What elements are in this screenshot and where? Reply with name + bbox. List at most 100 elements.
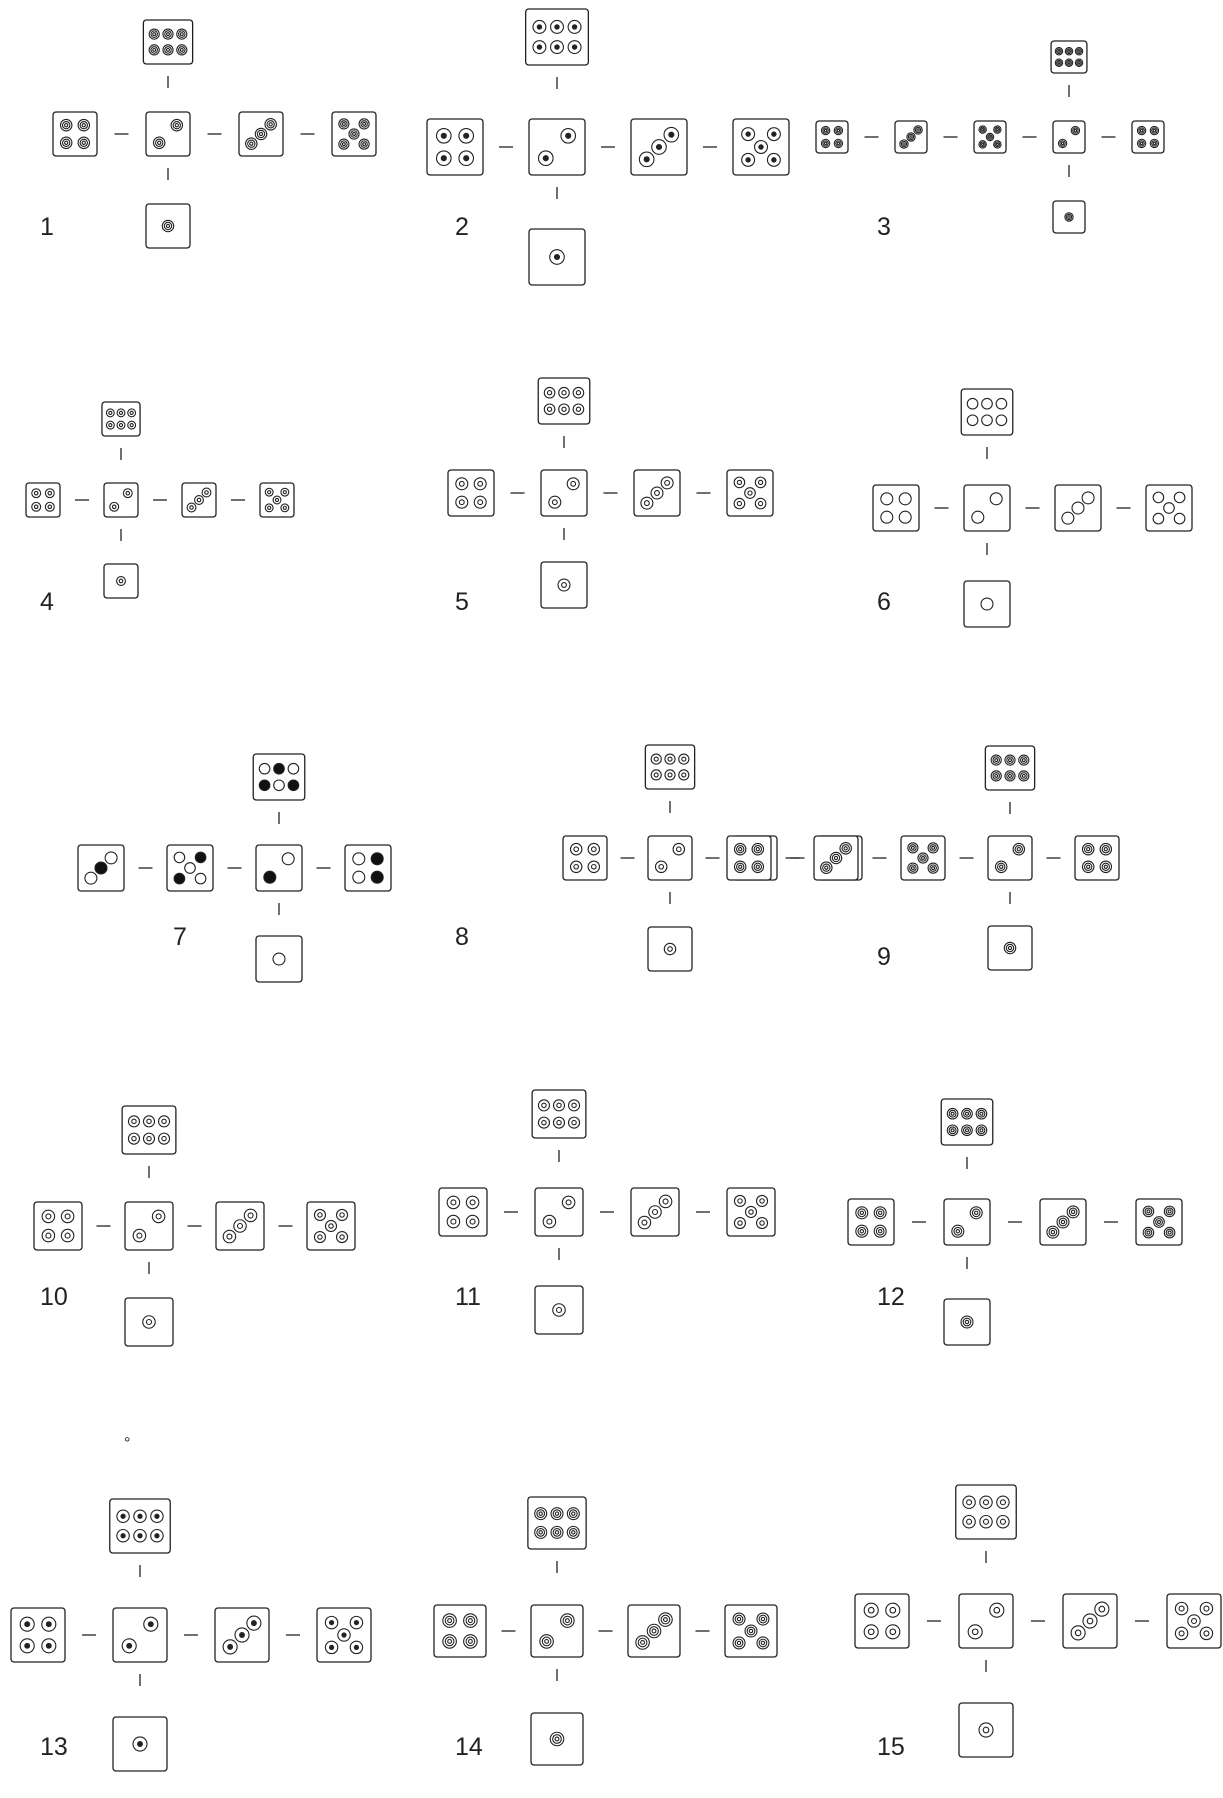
pip bbox=[573, 404, 584, 415]
pip bbox=[638, 1216, 650, 1228]
die-face-outline bbox=[1132, 121, 1164, 153]
pip bbox=[540, 1635, 554, 1649]
pip bbox=[551, 1508, 563, 1520]
die-number-label: 4 bbox=[40, 588, 54, 616]
pip bbox=[979, 126, 986, 133]
pip bbox=[651, 754, 661, 764]
die-number-label: 2 bbox=[455, 213, 469, 241]
pip bbox=[733, 1637, 745, 1649]
pip bbox=[195, 852, 206, 863]
pip bbox=[559, 387, 570, 398]
face-one bbox=[125, 1298, 173, 1346]
pip bbox=[128, 421, 136, 429]
pip bbox=[655, 861, 666, 872]
pip bbox=[551, 20, 564, 33]
pip bbox=[443, 1635, 457, 1649]
pip bbox=[223, 1640, 237, 1654]
pip bbox=[1175, 1602, 1187, 1614]
face-four bbox=[855, 1594, 909, 1648]
die-face-outline bbox=[1051, 41, 1087, 73]
pip bbox=[982, 415, 993, 426]
pip bbox=[274, 763, 285, 774]
pip bbox=[1143, 1206, 1154, 1217]
pip bbox=[649, 1206, 661, 1218]
pip bbox=[128, 1116, 139, 1127]
pip bbox=[60, 137, 71, 148]
die-face-outline bbox=[727, 836, 771, 880]
pip bbox=[185, 863, 196, 874]
pip bbox=[550, 1732, 564, 1746]
pip bbox=[325, 1220, 336, 1231]
face-two bbox=[541, 470, 587, 516]
die-face-outline bbox=[439, 1188, 487, 1236]
pip bbox=[339, 139, 349, 149]
pip bbox=[996, 415, 1007, 426]
face-two bbox=[146, 112, 190, 156]
pip bbox=[151, 1530, 163, 1542]
die-number-label: 9 bbox=[877, 943, 891, 971]
die-face-outline bbox=[11, 1608, 65, 1662]
pip bbox=[106, 409, 114, 417]
pip bbox=[928, 843, 938, 853]
pip bbox=[994, 141, 1001, 148]
pip bbox=[105, 852, 117, 864]
pip bbox=[259, 763, 270, 774]
die-face-outline bbox=[1053, 121, 1085, 153]
face-five bbox=[317, 1608, 371, 1662]
die-number-label: 5 bbox=[455, 588, 469, 616]
face-three bbox=[634, 470, 680, 516]
pip bbox=[881, 511, 893, 523]
pip bbox=[1150, 139, 1158, 147]
pip bbox=[1188, 1615, 1200, 1627]
pip bbox=[117, 577, 126, 586]
pip bbox=[1143, 1227, 1154, 1238]
pip bbox=[752, 843, 763, 854]
die-face-outline bbox=[26, 483, 60, 517]
face-five bbox=[1167, 1594, 1221, 1648]
pip bbox=[265, 504, 273, 512]
pip bbox=[567, 478, 579, 490]
pip bbox=[881, 493, 893, 505]
pip bbox=[42, 1210, 54, 1222]
die-net-8: 8 bbox=[455, 745, 862, 971]
die-number-label: 10 bbox=[40, 1283, 68, 1311]
die-number-label: 15 bbox=[877, 1733, 905, 1761]
die-net-1: 1 bbox=[40, 20, 376, 248]
face-two bbox=[648, 836, 692, 880]
pip bbox=[544, 387, 555, 398]
pip bbox=[745, 1206, 756, 1217]
face-four bbox=[345, 845, 391, 891]
die-face-outline bbox=[944, 1199, 990, 1245]
face-six bbox=[985, 746, 1034, 790]
face-four bbox=[1075, 836, 1119, 880]
die-net-15: 15 bbox=[855, 1485, 1221, 1761]
pip bbox=[459, 151, 474, 166]
pip bbox=[963, 1496, 975, 1508]
face-six bbox=[645, 745, 694, 789]
die-face-outline bbox=[855, 1594, 909, 1648]
pip bbox=[641, 497, 653, 509]
pip bbox=[908, 843, 918, 853]
pip bbox=[886, 1625, 900, 1639]
pip bbox=[143, 1133, 154, 1144]
face-one bbox=[541, 562, 587, 608]
pip bbox=[1013, 843, 1024, 854]
pip bbox=[673, 843, 684, 854]
pip bbox=[1019, 755, 1029, 765]
pip bbox=[553, 1100, 564, 1111]
pip bbox=[996, 398, 1007, 409]
pip bbox=[659, 1195, 671, 1207]
pip bbox=[437, 151, 452, 166]
die-face-outline bbox=[125, 1202, 173, 1250]
die-face-outline bbox=[541, 470, 587, 516]
pip bbox=[1005, 755, 1015, 765]
pip bbox=[647, 1624, 661, 1638]
die-face-outline bbox=[143, 20, 192, 64]
pip bbox=[752, 861, 763, 872]
face-one bbox=[1053, 201, 1085, 233]
face-six bbox=[110, 1499, 170, 1553]
pip bbox=[177, 45, 187, 55]
pip bbox=[223, 1230, 235, 1242]
pip bbox=[337, 1232, 348, 1243]
pip bbox=[664, 943, 675, 954]
